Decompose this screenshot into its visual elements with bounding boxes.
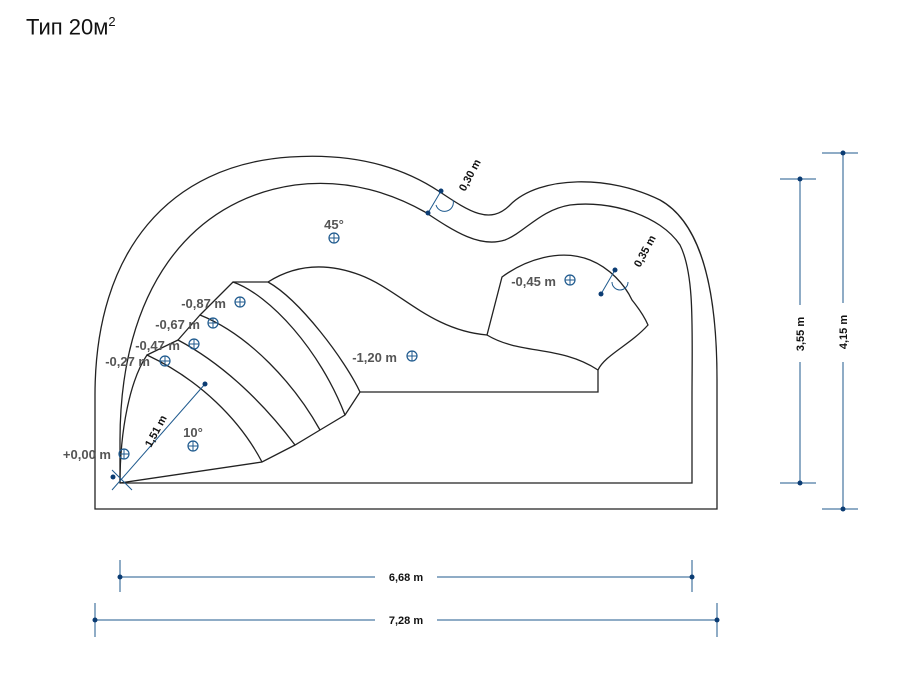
outer-width-dot bbox=[92, 617, 98, 623]
wall-right-dim-label: 0,35 m bbox=[632, 233, 659, 269]
stairs-radius-dim-line bbox=[111, 383, 206, 491]
stairs-radius-dot bbox=[202, 381, 208, 387]
wall-top-dim-dot bbox=[438, 188, 444, 194]
wall-top-dim-arc bbox=[435, 199, 454, 212]
inner-height-dot bbox=[797, 176, 803, 182]
page-title: Тип 20м2 bbox=[26, 14, 116, 40]
level-marker-icon bbox=[118, 448, 130, 460]
level-marker-icon bbox=[328, 232, 340, 244]
deep-area-outline bbox=[119, 254, 649, 484]
level-step2: -0,47 m bbox=[135, 338, 180, 353]
stairs-radius-label: 1,51 m bbox=[143, 413, 170, 449]
level-marker-icon bbox=[564, 274, 576, 286]
wall-top-dim-label: 0,30 m bbox=[457, 157, 484, 193]
wall-right-dim-line bbox=[600, 269, 616, 295]
level-step3: -0,67 m bbox=[155, 317, 200, 332]
pool-inner-outline bbox=[119, 182, 693, 484]
outer-height-dot bbox=[840, 506, 846, 512]
wall-top-dim-dot bbox=[425, 210, 431, 216]
level-marker-icon bbox=[187, 440, 199, 452]
inner-height-dot bbox=[797, 480, 803, 486]
title-text: Тип 20м bbox=[26, 14, 109, 40]
angle-stairs: 10° bbox=[183, 425, 203, 440]
inner-width-dot bbox=[689, 574, 695, 580]
stair-step-2 bbox=[146, 339, 296, 446]
stairs-radius-dot bbox=[110, 474, 116, 480]
level-deep: -1,20 m bbox=[352, 350, 397, 365]
angle-main: 45° bbox=[324, 217, 344, 232]
outer-width-label: 7,28 m bbox=[389, 615, 423, 627]
level-step1: -0,27 m bbox=[105, 354, 150, 369]
outer-width-dot bbox=[714, 617, 720, 623]
wall-right-dim-arc bbox=[611, 281, 629, 291]
level-marker-icon bbox=[234, 296, 246, 308]
stair-step-top bbox=[267, 281, 361, 393]
inner-width-dot bbox=[117, 574, 123, 580]
wall-top-dim-line bbox=[427, 190, 442, 214]
stair-step-3 bbox=[177, 314, 321, 431]
level-start: +0,00 m bbox=[63, 447, 111, 462]
title-superscript: 2 bbox=[108, 14, 116, 29]
stair-step-1 bbox=[119, 354, 263, 484]
stairs-radius-tick bbox=[111, 469, 133, 491]
outer-height-dot bbox=[840, 150, 846, 156]
pool-outer-outline bbox=[94, 155, 718, 510]
wall-right-dim-dot bbox=[612, 267, 618, 273]
inner-width-label: 6,68 m bbox=[389, 572, 423, 584]
level-marker-icon bbox=[207, 317, 219, 329]
level-marker-icon bbox=[406, 350, 418, 362]
bench-edge bbox=[486, 334, 599, 371]
inner-height-label: 3,55 m bbox=[795, 317, 807, 351]
stair-step-4 bbox=[199, 281, 346, 416]
wall-right-dim-dot bbox=[598, 291, 604, 297]
level-bench: -0,45 m bbox=[511, 274, 556, 289]
outer-height-label: 4,15 m bbox=[838, 315, 850, 349]
level-marker-icon bbox=[188, 338, 200, 350]
level-step4: -0,87 m bbox=[181, 296, 226, 311]
level-marker-icon bbox=[159, 355, 171, 367]
